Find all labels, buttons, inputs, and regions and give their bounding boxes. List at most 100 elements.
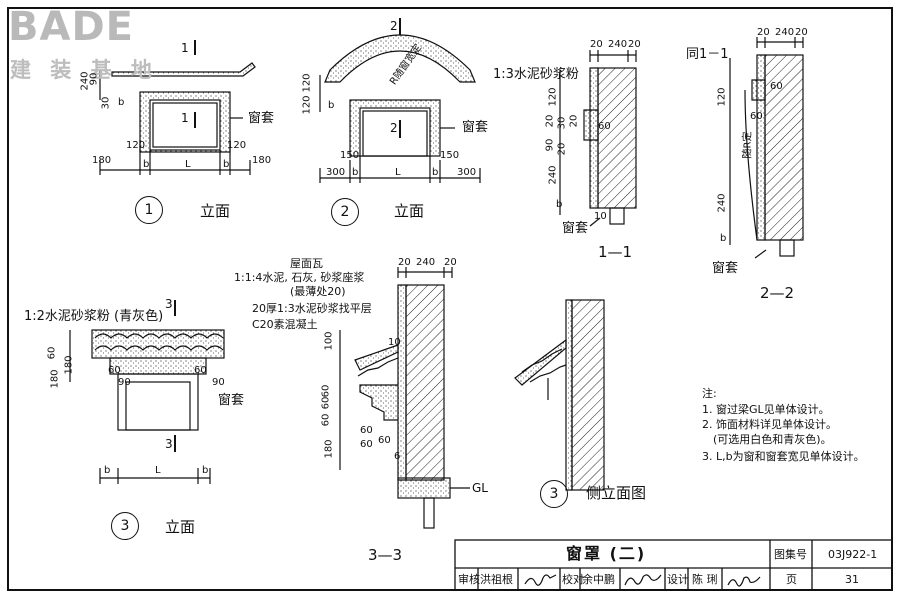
elev1-dim-v-b: b xyxy=(118,97,125,108)
sec33-dim-top-240: 240 xyxy=(416,257,436,268)
sec22-dim-top-20a: 20 xyxy=(757,27,770,38)
elev2-caption: 立面 xyxy=(394,202,425,220)
elev1-dim-b-right: b xyxy=(223,159,230,170)
elevation-2-drawing xyxy=(319,18,481,183)
elev3-dim-60-left: 60 xyxy=(108,365,121,376)
sec33-dim-in-60c: 60 xyxy=(360,439,373,450)
elev2-window-label: 窗套 xyxy=(462,120,489,135)
section-3-3-drawing xyxy=(339,267,470,529)
note-2-cont: (可选用白色和青灰色)。 xyxy=(713,433,832,446)
elev3-dim-b-left: b xyxy=(104,465,111,476)
sec33-label-min-thickness: (最薄处20) xyxy=(290,285,346,298)
elev3-dim-90-left: 90 xyxy=(118,377,131,388)
sec11-dim-top-240: 240 xyxy=(608,39,628,50)
elev3-dim-90-right: 90 xyxy=(212,377,225,388)
sec11-dim-top-20a: 20 xyxy=(590,39,603,50)
elev3-window-label: 窗套 xyxy=(218,393,245,408)
signature-checker xyxy=(624,574,662,586)
elev1-dim-180-right: 180 xyxy=(252,155,272,166)
section-2-2-drawing xyxy=(729,37,804,259)
sec11-dim-top-20b: 20 xyxy=(628,39,641,50)
sec22-dim-top-20b: 20 xyxy=(795,27,808,38)
note-2: 2. 饰面材料详见单体设计。 xyxy=(702,418,837,431)
elev2-dim-300-right: 300 xyxy=(457,167,477,178)
atlas-label: 图集号 xyxy=(774,548,807,561)
elev1-dim-120-right: 120 xyxy=(227,140,247,151)
checker-name: 余中鹏 xyxy=(582,573,615,586)
sec22-title: 2—2 xyxy=(760,284,795,302)
elev1-caption: 立面 xyxy=(200,202,231,220)
check-label: 校对 xyxy=(562,573,584,586)
note-3: 3. L,b为窗和窗套宽见单体设计。 xyxy=(702,450,865,463)
sec11-dim-v-b: b xyxy=(556,199,563,210)
reviewer-name: 洪祖根 xyxy=(480,573,513,586)
side-elevation-drawing xyxy=(514,299,605,491)
title-block-grid xyxy=(454,539,893,591)
elev2-dim-300-left: 300 xyxy=(326,167,346,178)
elev1-section-mark-bottom: 1 xyxy=(181,111,189,125)
review-label: 审核 xyxy=(458,573,480,586)
sec11-window-label: 窗套 xyxy=(562,221,589,236)
elev3-section-mark-top: 3 xyxy=(165,297,173,311)
sec33-dim-top-20a: 20 xyxy=(398,257,411,268)
sec33-label-leveling-layer: 20厚1:3水泥砂浆找平层 xyxy=(252,302,372,315)
elev3-dim-L: L xyxy=(155,465,161,476)
side-view-number: 3 xyxy=(540,480,568,508)
side-caption: 侧立面图 xyxy=(586,484,647,502)
page-label: 页 xyxy=(786,573,797,586)
elev1-section-mark-top: 1 xyxy=(181,41,189,55)
elev2-dim-150-right: 150 xyxy=(440,150,460,161)
elev1-window-label: 窗套 xyxy=(248,111,275,126)
sec33-title: 3—3 xyxy=(368,546,403,564)
sec33-label-mortar-bed: 1:1:4水泥, 石灰, 砂浆座浆 xyxy=(234,271,365,284)
elev3-section-mark-bottom: 3 xyxy=(165,437,173,451)
sec11-mortar-label: 1:3水泥砂浆粉 xyxy=(493,67,579,82)
signature-designer xyxy=(727,576,761,587)
elev2-dim-b-right: b xyxy=(432,167,439,178)
sec33-label-roof-tile: 屋面瓦 xyxy=(290,257,323,270)
elev1-dim-b-left: b xyxy=(143,159,150,170)
sheet-border xyxy=(7,7,893,591)
sec33-dim-in-60a: 60 xyxy=(360,425,373,436)
elev2-dim-150-left: 150 xyxy=(340,150,360,161)
design-label: 设计 xyxy=(667,573,689,586)
elev2-dim-v-b: b xyxy=(328,100,335,111)
drawing-title: 窗罩 (二) xyxy=(566,544,647,563)
elevation-1-drawing xyxy=(99,40,256,175)
logo-text: BADE xyxy=(8,4,134,50)
elevation-3-drawing xyxy=(69,300,225,484)
page-number: 31 xyxy=(845,573,859,586)
sec22-dim-v-b: b xyxy=(720,233,727,244)
atlas-number: 03J922-1 xyxy=(828,548,878,561)
elev2-dim-b-left: b xyxy=(352,167,359,178)
elev2-view-number: 2 xyxy=(331,198,359,226)
elev3-dim-60-right: 60 xyxy=(194,365,207,376)
elev1-dim-120-left: 120 xyxy=(126,140,146,151)
sec33-dim-in-60b: 60 xyxy=(378,435,391,446)
logo-subtext: 建 装 基 地 xyxy=(10,58,158,82)
notes-heading: 注: xyxy=(702,387,717,400)
sec33-gl-label: GL xyxy=(472,481,488,495)
elev1-view-number: 1 xyxy=(135,196,163,224)
sec33-dim-in-10: 10 xyxy=(388,337,401,348)
elev2-section-mark-top: 2 xyxy=(390,19,398,33)
sec11-dim-in-10: 10 xyxy=(594,211,607,222)
sec22-dim-in-60b: 60 xyxy=(750,111,763,122)
elev1-dim-L: L xyxy=(185,159,191,170)
elev3-caption: 立面 xyxy=(165,518,196,536)
section-1-1-drawing xyxy=(559,50,637,227)
sec33-dim-top-20b: 20 xyxy=(444,257,457,268)
elev3-view-number: 3 xyxy=(111,512,139,540)
sec22-ref-label: 同1－1 xyxy=(686,47,729,62)
elev2-dim-L: L xyxy=(395,167,401,178)
elev3-mortar-label: 1:2水泥砂浆粉 (青灰色) xyxy=(24,309,164,324)
note-1: 1. 窗过梁GL见单体设计。 xyxy=(702,403,830,416)
sec11-dim-in-60: 60 xyxy=(598,121,611,132)
sec33-dim-in-6: 6 xyxy=(394,451,401,462)
sec22-window-label: 窗套 xyxy=(712,261,739,276)
bade-logo: BADE 建 装 基 地 xyxy=(6,4,166,82)
sec22-dim-in-60a: 60 xyxy=(770,81,783,92)
elev3-dim-b-right: b xyxy=(202,465,209,476)
